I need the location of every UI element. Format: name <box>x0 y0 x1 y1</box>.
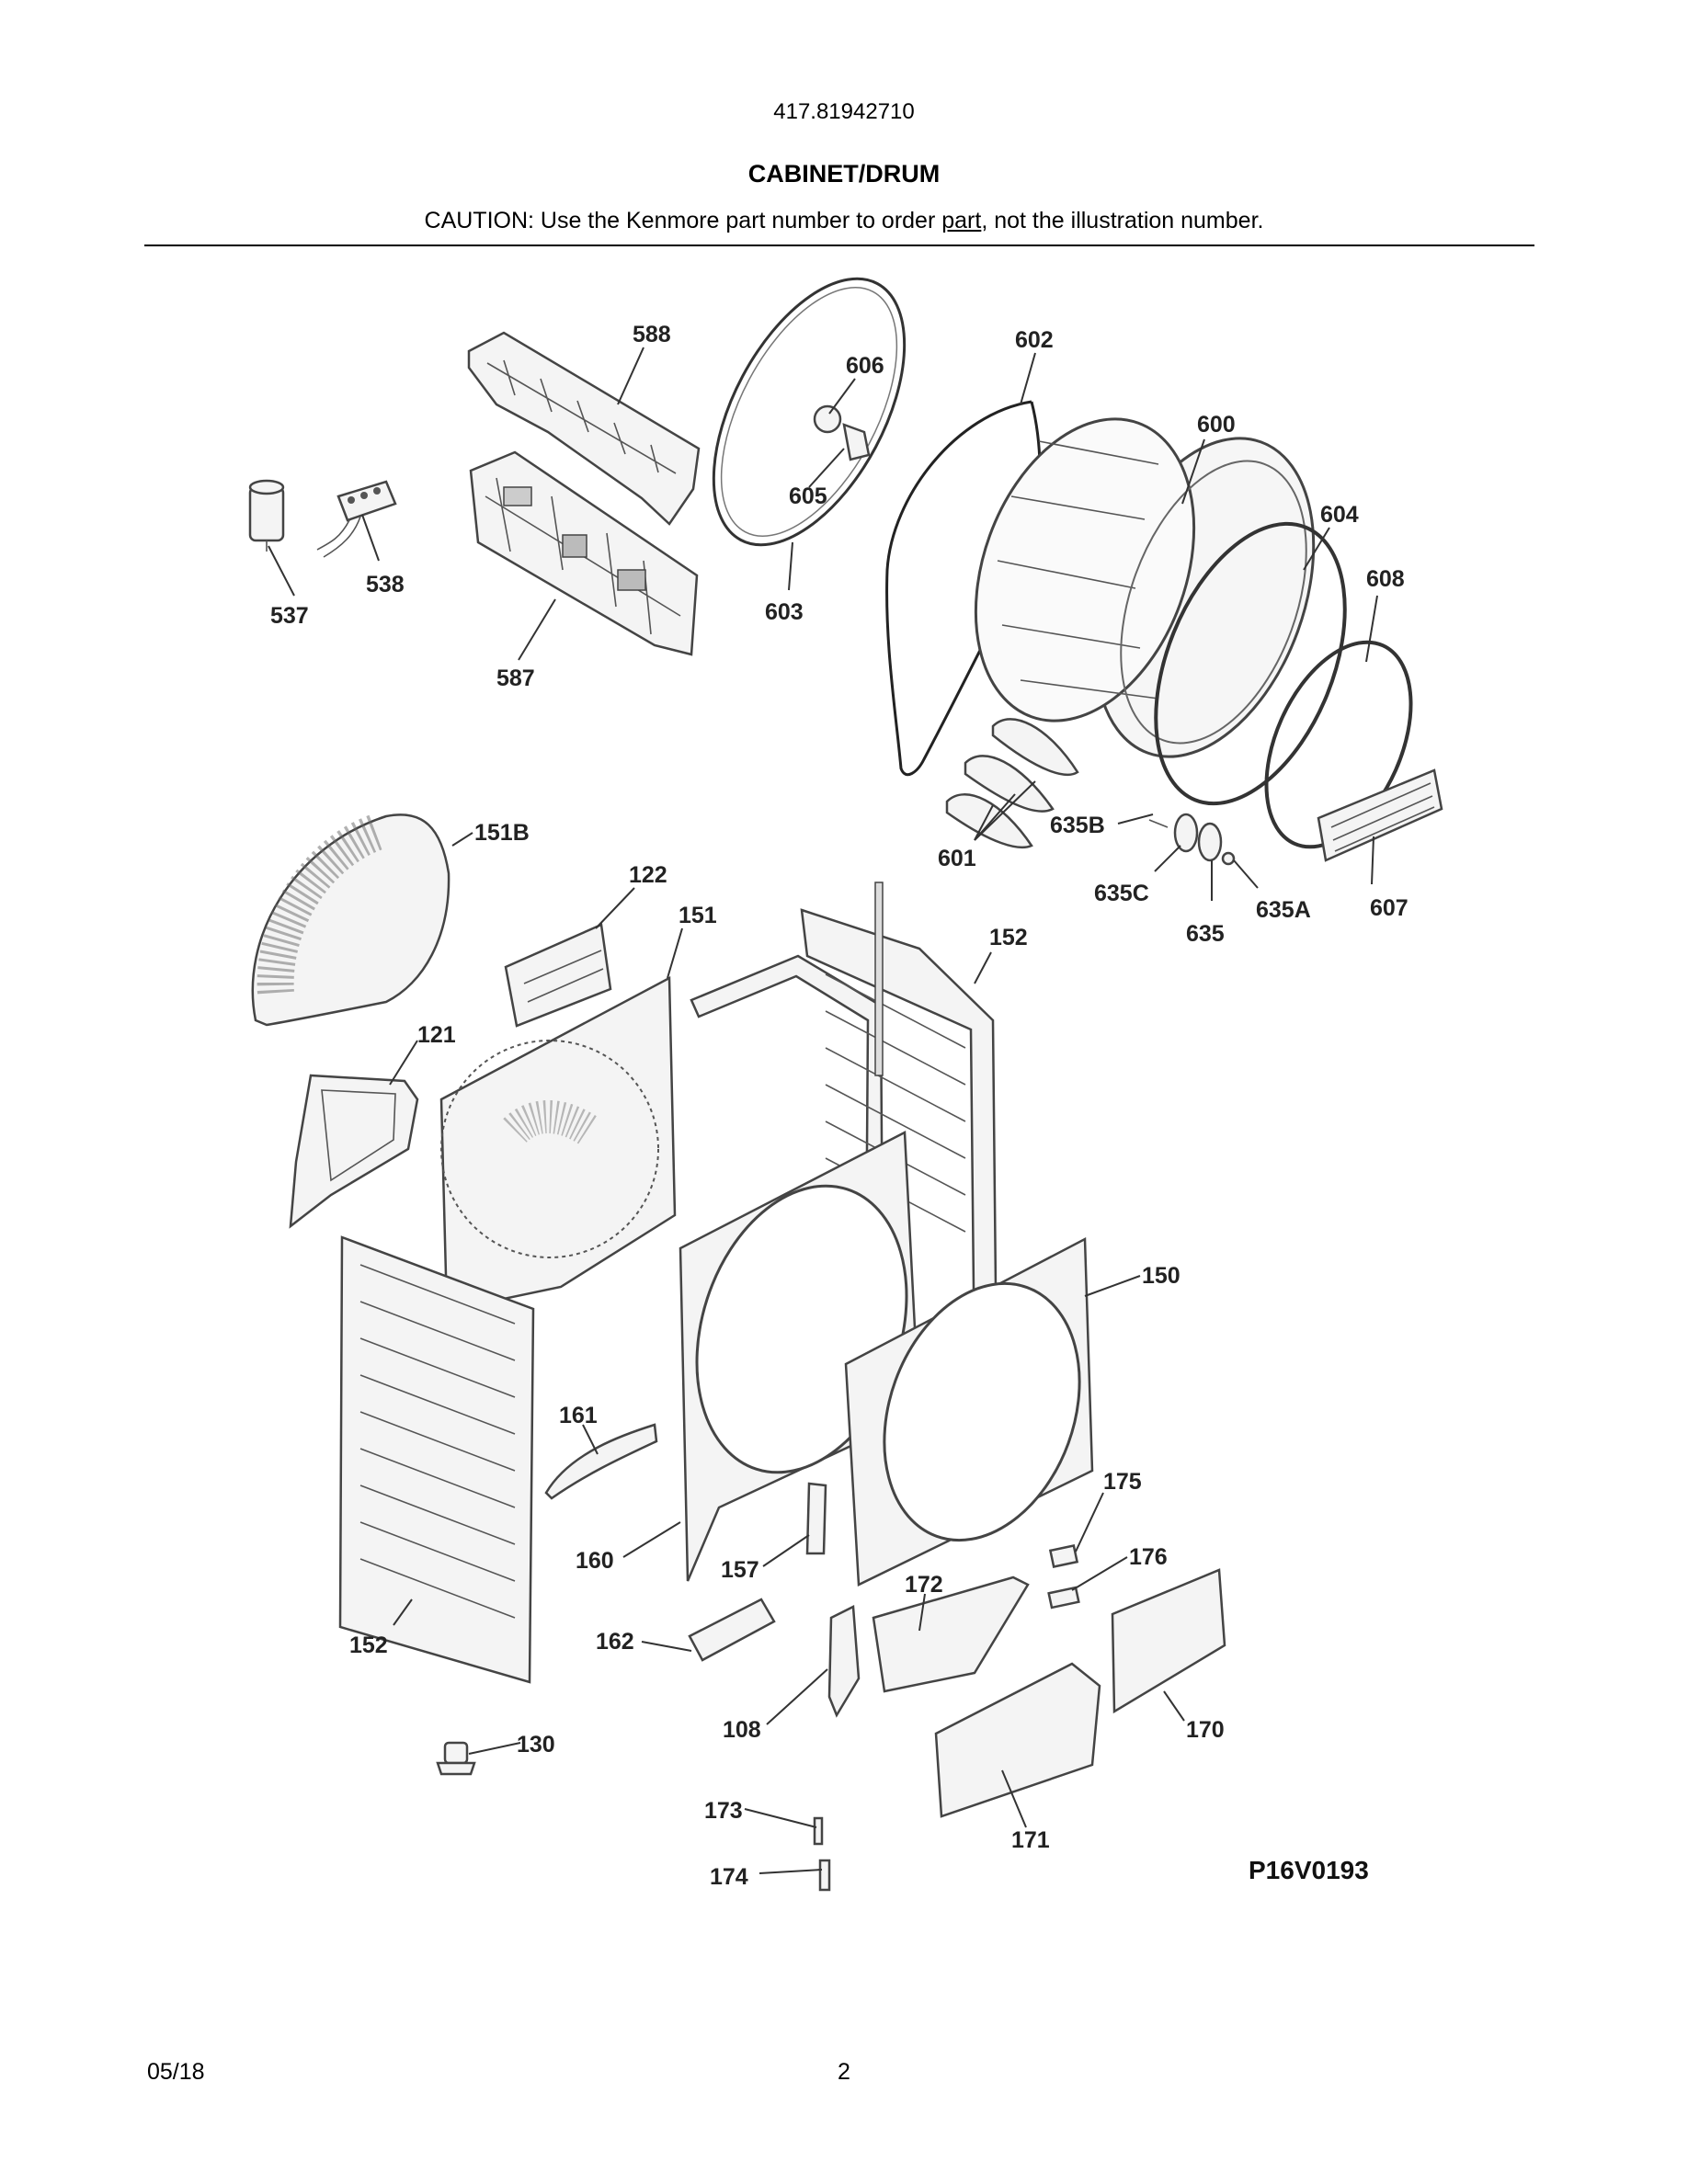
page-title: CABINET/DRUM <box>747 160 941 188</box>
callout-176: 176 <box>1129 1544 1168 1570</box>
header-divider <box>144 245 1534 246</box>
callout-635: 635 <box>1186 921 1225 947</box>
callout-604: 604 <box>1320 502 1359 528</box>
callout-160: 160 <box>576 1548 614 1574</box>
callout-175: 175 <box>1103 1469 1142 1495</box>
part-588-drawing <box>467 331 701 526</box>
callout-122: 122 <box>629 862 667 888</box>
part-151-drawing <box>439 975 677 1313</box>
caution-text-end: , not the illustration number. <box>981 208 1264 233</box>
callout-587: 587 <box>496 665 535 691</box>
callout-602: 602 <box>1015 327 1054 353</box>
part-607-drawing <box>1317 768 1443 862</box>
caution-link-part: part <box>941 208 982 233</box>
callout-173: 173 <box>704 1798 743 1824</box>
part-174-drawing <box>818 1859 831 1892</box>
callout-174: 174 <box>710 1864 748 1890</box>
callout-108: 108 <box>723 1717 761 1743</box>
leader-lines <box>268 347 1378 1874</box>
callout-537: 537 <box>270 603 309 629</box>
callout-171: 171 <box>1011 1827 1050 1853</box>
part-175-drawing <box>1048 1544 1079 1568</box>
callout-162: 162 <box>596 1629 634 1655</box>
part-538-drawing <box>316 480 397 558</box>
part-635-drawing <box>1148 813 1236 866</box>
model-number: 417.81942710 <box>773 99 915 124</box>
callout-151: 151 <box>679 903 717 928</box>
callout-588: 588 <box>633 322 671 347</box>
part-171-drawing <box>934 1662 1101 1818</box>
callout-600: 600 <box>1197 412 1236 438</box>
callout-603: 603 <box>765 599 804 625</box>
drawing-code: P16V0193 <box>1249 1856 1369 1884</box>
part-601-drawing <box>945 718 1079 849</box>
caution-notice: CAUTION: Use the Kenmore part number to … <box>0 208 1688 234</box>
callout-152: 152 <box>989 925 1028 950</box>
callout-605: 605 <box>789 483 827 509</box>
part-130-drawing <box>436 1741 476 1776</box>
part-587-drawing <box>469 450 699 656</box>
part-603-drawing <box>712 277 907 547</box>
part-172-drawing <box>872 1575 1030 1693</box>
part-150-drawing <box>844 1236 1094 1587</box>
callout-606: 606 <box>846 353 884 379</box>
part-173-drawing <box>813 1816 824 1846</box>
page-number: 2 <box>838 2059 850 2085</box>
callout-170: 170 <box>1186 1717 1225 1743</box>
part-600-drawing <box>974 417 1316 758</box>
callout-150: 150 <box>1142 1263 1180 1289</box>
part-170-drawing <box>1111 1568 1226 1714</box>
part-157-drawing <box>805 1482 827 1555</box>
part-122-drawing <box>504 923 612 1028</box>
callout-635A: 635A <box>1256 897 1311 923</box>
part-162-drawing <box>688 1598 776 1662</box>
part-152-left-drawing <box>338 1235 535 1684</box>
part-604-drawing <box>1154 521 1347 806</box>
callout-538: 538 <box>366 572 405 597</box>
part-608-drawing <box>1264 640 1413 849</box>
callout-157: 157 <box>721 1557 759 1583</box>
footer-date: 05/18 <box>147 2059 205 2085</box>
part-121-drawing <box>289 1074 419 1229</box>
part-176-drawing <box>1047 1586 1080 1610</box>
callout-161: 161 <box>559 1403 598 1428</box>
part-537-drawing <box>248 479 285 552</box>
callout-121: 121 <box>417 1022 456 1048</box>
callout-172: 172 <box>905 1572 943 1598</box>
callout-130: 130 <box>517 1732 555 1757</box>
callout-151B: 151B <box>474 820 530 846</box>
part-161-drawing <box>544 1423 658 1500</box>
part-151B-drawing <box>251 813 451 1027</box>
callout-635B: 635B <box>1050 813 1105 838</box>
callout-607: 607 <box>1370 895 1409 921</box>
callout-635C: 635C <box>1094 881 1149 906</box>
callout-608: 608 <box>1366 566 1405 592</box>
caution-text-start: CAUTION: Use the Kenmore part number to … <box>424 208 942 233</box>
part-108-drawing <box>827 1605 861 1718</box>
callout-152-left: 152 <box>349 1632 388 1658</box>
callout-601: 601 <box>938 846 976 871</box>
